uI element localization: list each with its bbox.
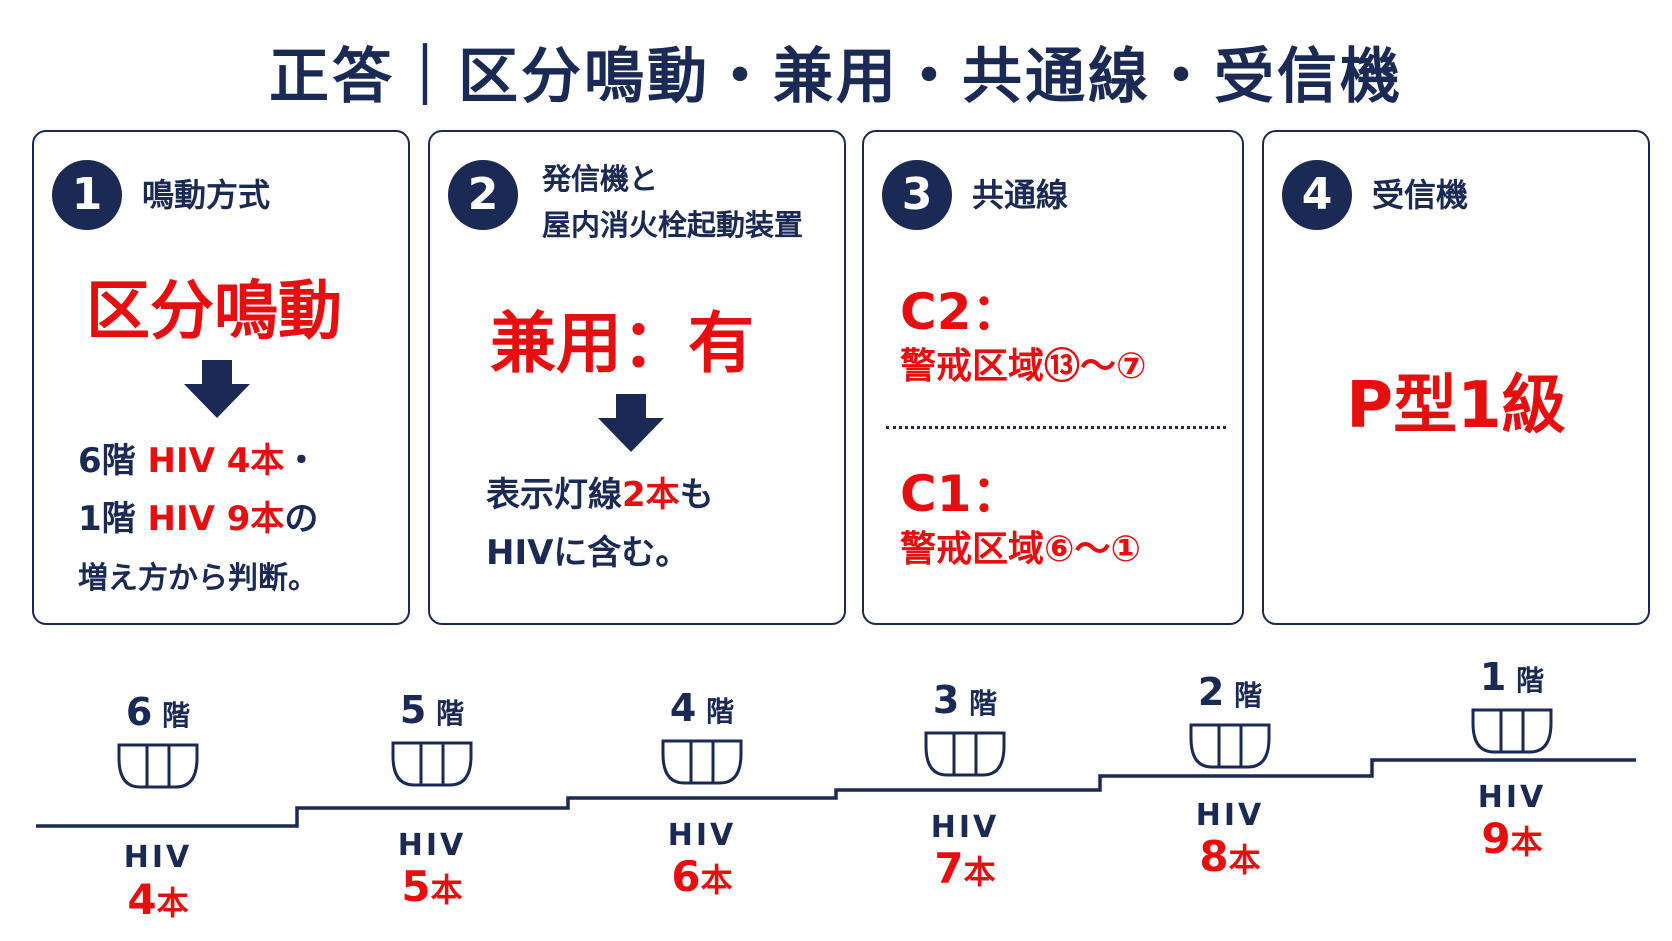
note-highlight: HIV 4本 [147, 441, 285, 481]
note-text: の [284, 499, 319, 539]
wire-count-number: 7 [934, 844, 964, 893]
floor-5: 5 階 [352, 688, 512, 788]
floor-label: 6 階 [78, 690, 238, 734]
divider [886, 426, 1226, 429]
card-receiver: 4 受信機 P型1級 [1262, 130, 1650, 625]
card-heading-line: 屋内消火栓起動装置 [542, 208, 804, 242]
wire-count: 6本 [622, 852, 782, 901]
floor-number: 4 [669, 686, 697, 730]
bell-icon [924, 731, 1006, 777]
answer-text: 区分鳴動 [86, 275, 342, 349]
arrow-down-icon [184, 360, 250, 418]
c1-label: C1： [900, 465, 1022, 523]
step-number-badge: 4 [1282, 160, 1352, 230]
note-text: ・ [284, 441, 319, 481]
floor-label: 1 階 [1432, 655, 1592, 699]
floor-2: 2 階 [1150, 670, 1310, 770]
floor-number: 2 [1197, 670, 1225, 714]
note-text: 6階 [78, 441, 148, 481]
wire-count-number: 6 [671, 852, 701, 901]
floor-number: 6 [125, 690, 153, 734]
floor-unit: 階 [152, 699, 191, 732]
note-line-1: 表示灯線2本も [486, 467, 714, 523]
card-heading: 発信機と 屋内消火栓起動装置 [542, 156, 803, 248]
wire-count-unit: 本 [430, 871, 463, 909]
note-line-2: 1階 HIV 9本の [78, 490, 318, 548]
answer-text: P型1級 [1346, 369, 1566, 443]
card-heading: 共通線 [972, 176, 1069, 214]
c1-range: 警戒区域⑥～① [900, 529, 1141, 570]
floor-label: 4 階 [622, 686, 782, 730]
card-shared-use: 2 発信機と 屋内消火栓起動装置 兼用：有 表示灯線2本も HIVに含む。 [428, 130, 846, 625]
note-line-1: 6階 HIV 4本・ [78, 432, 318, 490]
bell-icon [1189, 723, 1271, 769]
floor-unit: 階 [426, 697, 465, 730]
wire-count-number: 9 [1481, 814, 1511, 863]
wire-type-label: HIV [1195, 798, 1265, 833]
wire-count-unit: 本 [156, 884, 189, 922]
wire-count-number: 8 [1199, 832, 1229, 881]
wire-count-unit: 本 [700, 861, 733, 899]
c2-range: 警戒区域⑬～⑦ [900, 346, 1147, 387]
bell-icon [117, 743, 199, 789]
floor-number: 3 [932, 678, 960, 722]
step-number-badge: 2 [448, 160, 518, 230]
note-text: 表示灯線 [486, 475, 622, 515]
note-line-2: HIVに含む。 [486, 533, 690, 573]
wire-count-unit: 本 [1228, 841, 1261, 879]
wire-count-number: 4 [127, 875, 157, 924]
card-common-line: 3 共通線 C2： 警戒区域⑬～⑦ C1： 警戒区域⑥～① [862, 130, 1244, 625]
step-number-badge: 3 [882, 160, 952, 230]
note-text: 1階 [78, 499, 148, 539]
arrow-down-icon [598, 394, 664, 452]
floor-6: 6 階 [78, 690, 238, 790]
floor-label: 3 階 [885, 678, 1045, 722]
floor-label: 5 階 [352, 688, 512, 732]
bell-icon [1471, 708, 1553, 754]
card-heading-line: 発信機と [542, 162, 659, 196]
wire-type-label: HIV [930, 810, 1000, 845]
floor-label: 2 階 [1150, 670, 1310, 714]
wire-count: 5本 [352, 862, 512, 911]
note-text: も [679, 475, 714, 515]
note-highlight: 2本 [622, 475, 680, 515]
c2-label: C2： [900, 283, 1022, 341]
wire-type-label: HIV [123, 840, 193, 875]
floor-number: 1 [1479, 655, 1507, 699]
floor-number: 5 [399, 688, 427, 732]
note-highlight: HIV 9本 [147, 499, 285, 539]
step-number-badge: 1 [52, 160, 122, 230]
page-title: 正答｜区分鳴動・兼用・共通線・受信機 [269, 42, 1403, 112]
wire-count: 8本 [1150, 832, 1310, 881]
wire-type-label: HIV [667, 818, 737, 853]
floor-3: 3 階 [885, 678, 1045, 778]
floor-unit: 階 [1506, 664, 1545, 697]
wire-type-label: HIV [397, 828, 467, 863]
wire-count-unit: 本 [1510, 823, 1543, 861]
answer-text: 兼用：有 [490, 305, 754, 382]
floor-4: 4 階 [622, 686, 782, 786]
wire-count-number: 5 [401, 862, 431, 911]
floor-unit: 階 [1224, 679, 1263, 712]
wire-count-unit: 本 [963, 853, 996, 891]
note-line-3: 増え方から判断。 [78, 561, 318, 596]
floor-unit: 階 [696, 695, 735, 728]
wire-count: 4本 [78, 875, 238, 924]
bell-icon [661, 739, 743, 785]
card-ringing-method: 1 鳴動方式 区分鳴動 6階 HIV 4本・ 1階 HIV 9本の 増え方から判… [32, 130, 410, 625]
floor-unit: 階 [959, 687, 998, 720]
wire-count: 9本 [1432, 814, 1592, 863]
card-heading: 受信機 [1372, 176, 1469, 214]
wire-type-label: HIV [1477, 780, 1547, 815]
bell-icon [391, 741, 473, 787]
floor-1: 1 階 [1432, 655, 1592, 755]
wire-count: 7本 [885, 844, 1045, 893]
card-heading: 鳴動方式 [142, 176, 271, 214]
